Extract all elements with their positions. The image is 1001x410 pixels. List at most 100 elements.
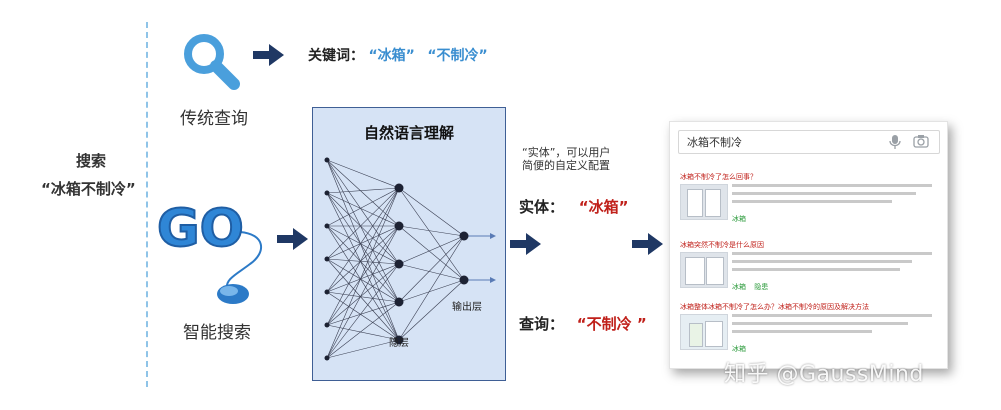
search-query-label: “冰箱不制冷” xyxy=(41,180,136,198)
output-arrow-head xyxy=(490,277,496,283)
network-edge xyxy=(326,258,400,341)
result-title[interactable]: 冰箱整体冰箱不制冷了怎么办？冰箱不制冷的原因及解决方法 xyxy=(680,303,869,311)
result-tag: 冰箱 xyxy=(732,215,746,223)
result-tag: 冰箱 xyxy=(732,283,746,291)
results-search-text: 冰箱不制冷 xyxy=(687,136,742,149)
result-tags: 冰箱 xyxy=(732,344,752,354)
traditional-search-label: 传统查询 xyxy=(180,109,248,129)
network-edge xyxy=(326,159,400,227)
entity-row: 实体： “冰箱” xyxy=(519,196,629,217)
entity-note-line2: 简便的自定义配置 xyxy=(522,159,610,172)
network-edge xyxy=(398,235,465,265)
network-edge xyxy=(326,187,400,326)
hidden-node xyxy=(394,259,404,269)
network-edge xyxy=(398,187,465,281)
search-label: 搜索 xyxy=(76,152,107,170)
go-logo-icon: GO xyxy=(156,198,262,304)
arrow-right-icon xyxy=(632,233,663,255)
query-value: “不制冷 ” xyxy=(576,315,647,333)
divider-line xyxy=(146,22,148,387)
network-edge xyxy=(326,263,400,293)
network-edge xyxy=(326,187,400,293)
result-tag: 冰箱 xyxy=(732,345,746,353)
network-edge xyxy=(326,187,400,227)
keywords-prefix: 关键词： xyxy=(308,48,364,64)
input-node xyxy=(324,223,330,229)
input-node xyxy=(324,157,330,163)
network-edge xyxy=(326,192,400,227)
network-edge xyxy=(326,159,400,189)
network-edge xyxy=(326,301,400,359)
network-edge xyxy=(326,291,400,303)
input-node xyxy=(324,289,330,295)
network-edge xyxy=(398,279,465,303)
fridge-thumbnail xyxy=(680,184,728,220)
entity-note: “实体”，可以用户 简便的自定义配置 xyxy=(522,146,610,172)
network-edge xyxy=(326,225,400,326)
network-edge xyxy=(326,324,400,341)
network-edge xyxy=(398,235,465,341)
entity-value: “冰箱” xyxy=(578,198,629,216)
keywords-line: 关键词： “冰箱” “不制冷” xyxy=(308,45,488,65)
network-edge xyxy=(326,159,400,341)
camera-icon[interactable] xyxy=(913,134,929,148)
network-edge xyxy=(326,263,400,359)
result-tags: 冰箱 隐患 xyxy=(732,282,774,292)
search-results-panel: 冰箱不制冷 冰箱不制冷了怎么回事？ 冰箱 冰箱突然不制冷是什么原因 冰箱 xyxy=(669,121,948,369)
network-edge xyxy=(326,339,400,359)
keyword-fridge: “冰箱” xyxy=(368,48,415,64)
network-edge xyxy=(326,258,400,265)
entity-label: 实体： xyxy=(519,198,565,216)
network-edge xyxy=(398,225,465,281)
network-edge xyxy=(326,225,400,359)
result-title[interactable]: 冰箱不制冷了怎么回事？ xyxy=(680,173,757,181)
network-edge xyxy=(326,187,400,359)
input-node xyxy=(324,190,330,196)
network-edge xyxy=(326,192,400,265)
arrow-right-icon xyxy=(510,233,541,255)
hidden-node xyxy=(394,221,404,231)
hidden-node xyxy=(394,335,404,345)
result-tags: 冰箱 xyxy=(732,214,752,224)
fridge-thumbnail xyxy=(680,314,728,350)
smart-search-label: 智能搜索 xyxy=(183,323,251,343)
network-edge xyxy=(326,187,400,194)
output-arrow-head xyxy=(490,233,496,239)
network-edge xyxy=(326,263,400,326)
network-edge xyxy=(326,225,400,265)
network-edge xyxy=(398,187,465,237)
network-edge xyxy=(326,225,400,260)
network-edge xyxy=(326,291,400,341)
result-item[interactable]: 冰箱不制冷了怎么回事？ 冰箱 xyxy=(680,172,938,223)
nlp-panel: 自然语言理解 隐层 输出层 xyxy=(312,107,506,381)
hidden-node xyxy=(394,297,404,307)
fridge-thumbnail xyxy=(680,252,728,288)
query-label: 查询： xyxy=(519,315,565,333)
input-node xyxy=(324,322,330,328)
keyword-not-cooling: “不制冷” xyxy=(427,48,488,64)
go-logo-text: GO xyxy=(157,199,244,259)
output-node xyxy=(459,275,469,285)
network-edge xyxy=(398,279,465,341)
microphone-icon[interactable] xyxy=(889,134,901,150)
result-snippet xyxy=(732,184,932,208)
network-edge xyxy=(326,225,400,341)
input-node xyxy=(324,256,330,262)
hidden-node xyxy=(394,183,404,193)
network-edge xyxy=(398,263,465,281)
result-title[interactable]: 冰箱突然不制冷是什么原因 xyxy=(680,241,764,249)
network-edge xyxy=(326,225,400,293)
result-item[interactable]: 冰箱整体冰箱不制冷了怎么办？冰箱不制冷的原因及解决方法 冰箱 xyxy=(680,302,938,353)
network-edge xyxy=(326,225,400,303)
network-edge xyxy=(398,225,465,237)
watermark: 知乎 @GaussMind xyxy=(724,362,924,387)
network-edge xyxy=(326,187,400,260)
network-edge xyxy=(398,235,465,303)
result-item[interactable]: 冰箱突然不制冷是什么原因 冰箱 隐患 xyxy=(680,240,938,291)
hidden-layer-label: 隐层 xyxy=(389,338,409,349)
output-layer-label: 输出层 xyxy=(452,302,482,313)
network-edge xyxy=(326,159,400,303)
input-node xyxy=(324,355,330,361)
result-tag: 隐患 xyxy=(754,283,769,291)
results-search-bar[interactable]: 冰箱不制冷 xyxy=(678,130,940,154)
